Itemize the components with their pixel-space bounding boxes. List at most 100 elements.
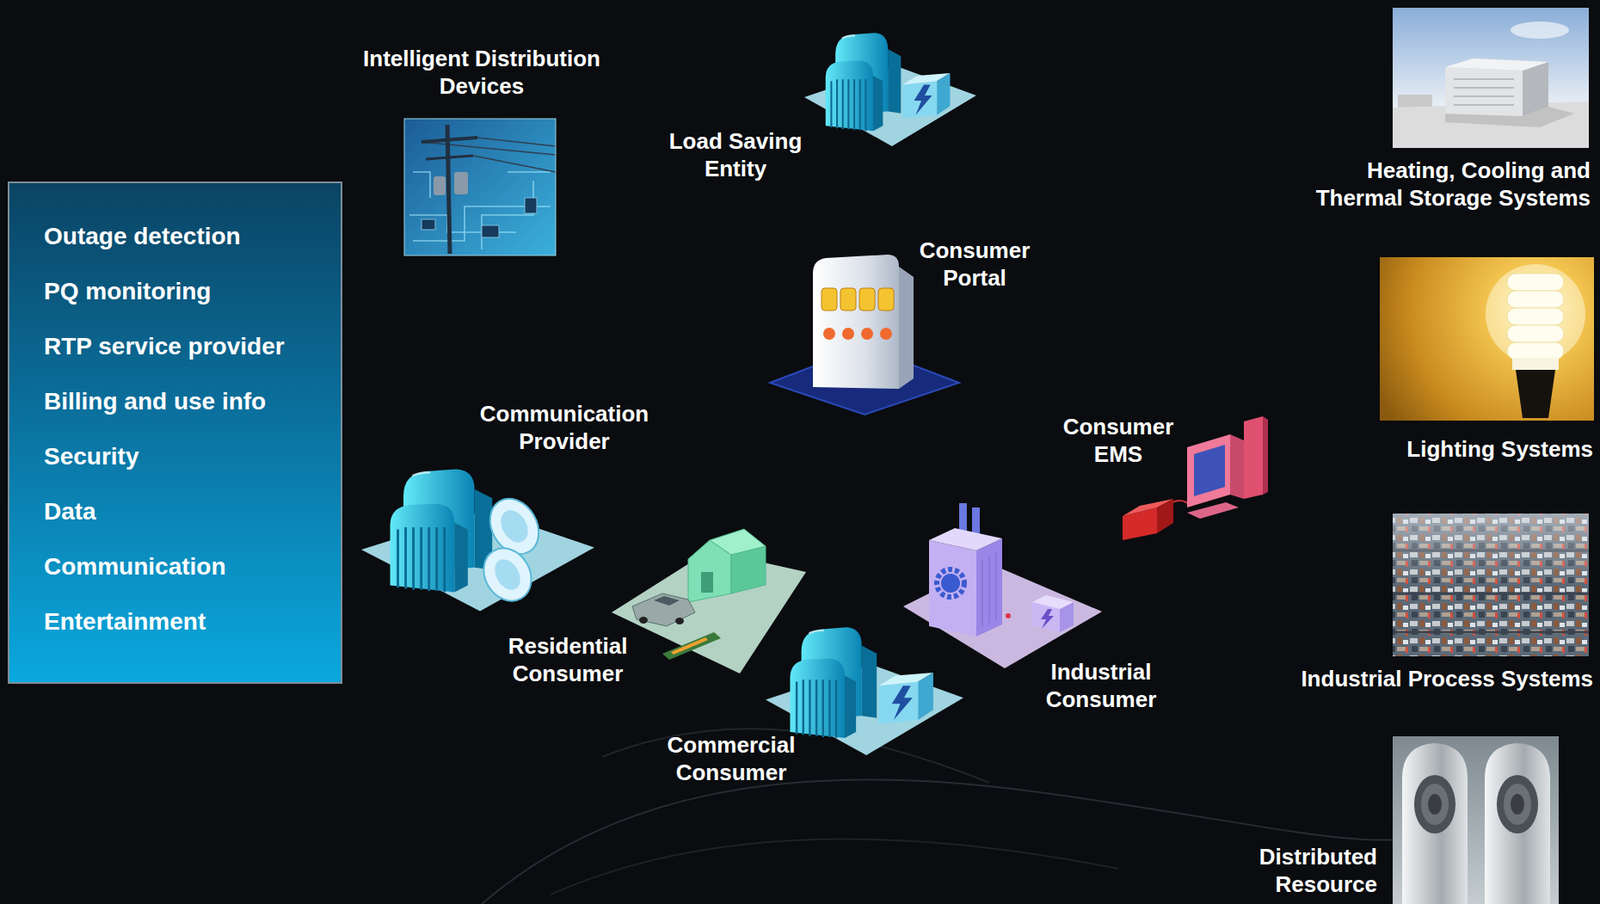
node-label: Industrial Consumer bbox=[1040, 658, 1162, 714]
portal-icon bbox=[880, 327, 893, 340]
device-photo bbox=[425, 155, 474, 160]
portal-icon: Consumer Portal bbox=[804, 254, 925, 401]
computer-icon: Consumer EMS bbox=[1118, 418, 1269, 539]
portal-icon bbox=[842, 327, 855, 340]
device-photo bbox=[404, 118, 556, 256]
photo-box: Distributed Resource bbox=[1392, 736, 1559, 904]
photo-industrial bbox=[1392, 513, 1589, 657]
device-photo bbox=[421, 137, 478, 142]
building-icon bbox=[902, 73, 950, 119]
house-icon bbox=[662, 632, 721, 660]
photo-lighting bbox=[1379, 257, 1594, 421]
device-photo bbox=[404, 118, 556, 256]
factory-icon bbox=[982, 552, 997, 627]
building-icon: Load Saving Entity bbox=[808, 25, 973, 147]
computer-icon bbox=[1187, 434, 1231, 508]
house-icon bbox=[709, 529, 766, 555]
house-icon bbox=[632, 593, 696, 627]
photo-hvac bbox=[1453, 79, 1514, 105]
list-item: Entertainment bbox=[43, 594, 333, 650]
factory-icon bbox=[1040, 609, 1054, 629]
factory-icon bbox=[1032, 595, 1074, 610]
portal-icon bbox=[823, 327, 836, 340]
photo-hvac bbox=[1445, 58, 1549, 71]
portal-icon bbox=[861, 327, 874, 340]
house-icon bbox=[670, 637, 708, 655]
background bbox=[602, 728, 990, 783]
photo-lighting bbox=[1512, 357, 1559, 370]
photo-lighting bbox=[1507, 273, 1564, 291]
device-photo bbox=[404, 118, 556, 256]
node-label: Intelligent Distribution Devices bbox=[356, 44, 607, 100]
portal-icon bbox=[859, 288, 875, 311]
communication-icon bbox=[489, 554, 526, 595]
node-label: Lighting Systems bbox=[1393, 435, 1594, 463]
device-photo bbox=[481, 225, 499, 238]
photo-lighting bbox=[1507, 290, 1564, 308]
device-photo bbox=[524, 197, 537, 214]
factory-icon bbox=[929, 528, 1003, 551]
photo-lighting bbox=[1485, 264, 1586, 364]
photo-industrial bbox=[1392, 513, 1589, 657]
info-panel: Outage detectionPQ monitoringRTP service… bbox=[7, 181, 343, 684]
node-label: Consumer EMS bbox=[1058, 412, 1179, 468]
house-icon bbox=[675, 617, 684, 625]
photo-generator bbox=[1402, 743, 1468, 904]
computer-icon bbox=[1243, 416, 1263, 499]
photo-box: Heating, Cooling and Thermal Storage Sys… bbox=[1392, 7, 1589, 148]
photo-hvac bbox=[1397, 94, 1433, 108]
device-photo bbox=[421, 219, 436, 230]
photo-box: Industrial Process Systems bbox=[1392, 513, 1589, 657]
photo-hvac bbox=[1445, 67, 1523, 117]
photo-generator bbox=[1414, 775, 1456, 834]
device-photo bbox=[473, 155, 556, 173]
factory-icon bbox=[929, 540, 977, 637]
list-item: Security bbox=[43, 429, 333, 485]
list-item: Billing and use info bbox=[43, 374, 333, 430]
building-icon: Communication Provider bbox=[369, 468, 551, 598]
node-label: Residential Consumer bbox=[503, 632, 633, 688]
photo-generator bbox=[1427, 793, 1442, 815]
device-image: Intelligent Distribution Devices bbox=[404, 118, 556, 256]
photo-industrial bbox=[1392, 513, 1589, 657]
building-icon bbox=[878, 672, 934, 725]
photo-lighting bbox=[1515, 369, 1556, 419]
photo-generator bbox=[1392, 736, 1559, 904]
photo-box: Lighting Systems bbox=[1379, 257, 1594, 421]
computer-icon bbox=[1193, 444, 1225, 497]
photo-lighting bbox=[1379, 257, 1594, 421]
photo-hvac bbox=[1510, 21, 1570, 39]
computer-icon bbox=[1122, 507, 1157, 541]
photo-generator bbox=[1392, 736, 1559, 904]
device-photo bbox=[447, 124, 450, 254]
portal-icon bbox=[878, 288, 894, 311]
portal-icon bbox=[821, 288, 837, 311]
portal-icon bbox=[898, 266, 914, 389]
node-label: Commercial Consumer bbox=[662, 731, 800, 787]
factory-icon bbox=[1005, 613, 1011, 619]
node-label: Distributed Resource bbox=[1248, 843, 1378, 899]
house-icon bbox=[653, 596, 680, 606]
photo-generator bbox=[1484, 743, 1551, 904]
device-photo bbox=[409, 172, 551, 250]
computer-icon bbox=[1262, 416, 1268, 495]
photo-lighting bbox=[1507, 325, 1564, 343]
building-icon: Commercial Consumer bbox=[774, 646, 955, 749]
factory-icon: Industrial Consumer bbox=[927, 503, 1080, 654]
factory-icon bbox=[941, 573, 960, 593]
house-icon bbox=[611, 529, 807, 674]
node-label: Industrial Process Systems bbox=[1283, 664, 1594, 693]
house-icon: Residential Consumer bbox=[653, 529, 770, 659]
photo-generator bbox=[1421, 783, 1449, 825]
factory-icon bbox=[936, 569, 965, 597]
photo-lighting bbox=[1507, 307, 1564, 326]
communication-icon bbox=[361, 468, 595, 611]
house-icon bbox=[639, 616, 648, 624]
list-item: RTP service provider bbox=[43, 319, 333, 375]
portal-icon bbox=[840, 288, 856, 311]
photo-hvac bbox=[1392, 7, 1589, 148]
device-photo bbox=[477, 137, 556, 147]
communication-icon bbox=[473, 539, 541, 610]
computer-icon bbox=[1230, 434, 1244, 499]
